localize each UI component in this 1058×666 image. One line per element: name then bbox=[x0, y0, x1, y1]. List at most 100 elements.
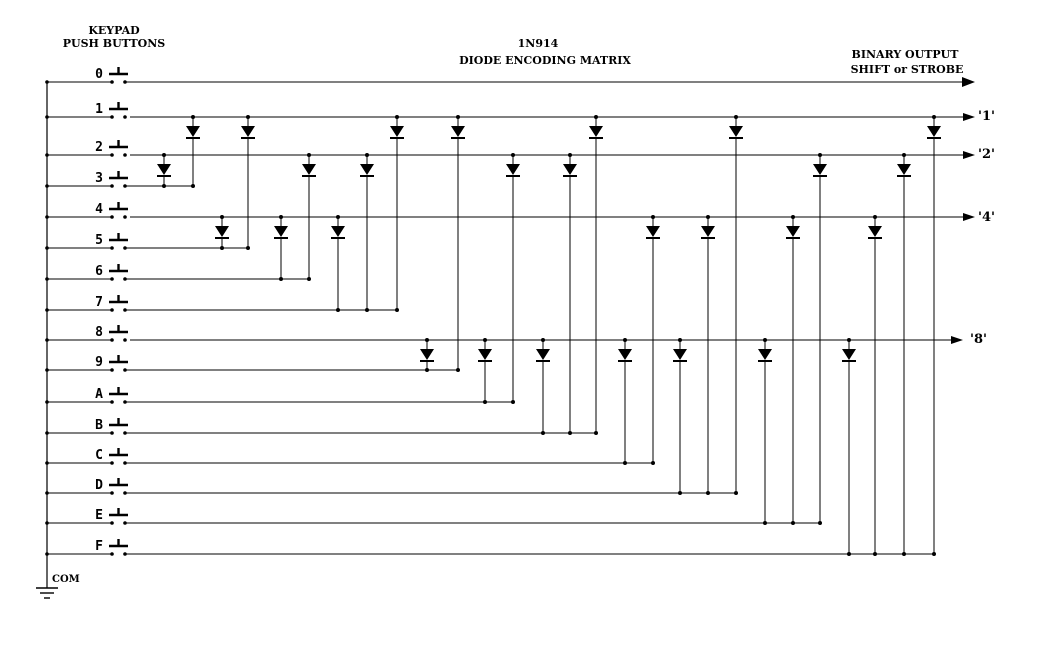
push-button-2[interactable]: 2 bbox=[95, 140, 128, 157]
diode-body bbox=[897, 164, 911, 175]
bus-junction-dot bbox=[568, 153, 572, 157]
bus-junction-dot bbox=[483, 338, 487, 342]
matrix-title: DIODE ENCODING MATRIX bbox=[459, 54, 631, 67]
bus-junction-dot bbox=[456, 115, 460, 119]
diode-bit2-key-b bbox=[563, 155, 577, 433]
key-label-4: 4 bbox=[95, 202, 103, 217]
button-contact-dot bbox=[123, 552, 127, 556]
diode-body bbox=[241, 126, 255, 137]
push-button-7[interactable]: 7 bbox=[95, 295, 128, 312]
bus-junction-dot bbox=[336, 215, 340, 219]
push-button-8[interactable]: 8 bbox=[95, 325, 128, 342]
push-button-6[interactable]: 6 bbox=[95, 264, 128, 281]
key-label-8: 8 bbox=[95, 325, 103, 340]
row-junction-dot bbox=[932, 552, 936, 556]
diode-bit4-key-6 bbox=[274, 217, 288, 279]
row-junction-dot bbox=[511, 400, 515, 404]
button-contact-dot bbox=[123, 400, 127, 404]
push-button-d[interactable]: D bbox=[95, 478, 128, 495]
push-button-e[interactable]: E bbox=[95, 508, 128, 525]
output-label-8: '8' bbox=[970, 332, 987, 347]
key-label-d: D bbox=[95, 478, 103, 493]
row-junction-dot bbox=[365, 308, 369, 312]
bus-junction-dot bbox=[818, 153, 822, 157]
row-junction-dot bbox=[818, 521, 822, 525]
diode-bit1-key-b bbox=[589, 117, 603, 433]
push-button-0[interactable]: 0 bbox=[95, 67, 128, 84]
push-button-9[interactable]: 9 bbox=[95, 355, 128, 372]
wiring bbox=[47, 77, 975, 555]
bus-junction-dot bbox=[220, 215, 224, 219]
bus-junction-dot bbox=[932, 115, 936, 119]
button-contact-dot bbox=[123, 338, 127, 342]
diodes bbox=[157, 117, 941, 554]
diode-body bbox=[360, 164, 374, 175]
diode-bit8-key-d bbox=[673, 340, 687, 493]
push-button-f[interactable]: F bbox=[95, 539, 128, 556]
diode-bit4-key-f bbox=[868, 217, 882, 554]
bus-junction-dot bbox=[307, 153, 311, 157]
button-contact-dot bbox=[110, 184, 114, 188]
ground-symbol bbox=[36, 82, 58, 599]
diode-bit8-key-e bbox=[758, 340, 772, 523]
junction-dots bbox=[45, 80, 936, 556]
button-contact-dot bbox=[123, 184, 127, 188]
row-junction-dot bbox=[456, 368, 460, 372]
row-junction-dot bbox=[706, 491, 710, 495]
button-contact-dot bbox=[110, 215, 114, 219]
key-label-2: 2 bbox=[95, 140, 103, 155]
diode-body bbox=[786, 226, 800, 237]
diode-part-label: 1N914 bbox=[518, 37, 559, 50]
output-title-line2: SHIFT or STROBE bbox=[851, 63, 964, 76]
button-contact-dot bbox=[123, 215, 127, 219]
push-button-5[interactable]: 5 bbox=[95, 233, 128, 250]
bus-junction-dot bbox=[541, 338, 545, 342]
keypad-title-line1: KEYPAD bbox=[88, 24, 140, 37]
diode-body bbox=[420, 349, 434, 360]
diode-body bbox=[758, 349, 772, 360]
button-contact-dot bbox=[110, 400, 114, 404]
bus-junction-dot bbox=[191, 115, 195, 119]
diode-bit1-key-3 bbox=[186, 117, 200, 186]
diode-body bbox=[186, 126, 200, 137]
bus-junction-dot bbox=[425, 338, 429, 342]
bus-junction-dot bbox=[678, 338, 682, 342]
key-label-f: F bbox=[95, 539, 103, 554]
push-button-1[interactable]: 1 bbox=[95, 102, 128, 119]
push-button-4[interactable]: 4 bbox=[95, 202, 128, 219]
diode-body bbox=[563, 164, 577, 175]
diode-bit1-key-d bbox=[729, 117, 743, 493]
key-label-b: B bbox=[95, 418, 103, 433]
output-arrow-1 bbox=[963, 113, 975, 121]
bus-junction-dot bbox=[902, 153, 906, 157]
push-button-a[interactable]: A bbox=[95, 387, 128, 404]
button-contact-dot bbox=[123, 368, 127, 372]
diode-bit4-key-d bbox=[701, 217, 715, 493]
diode-body bbox=[478, 349, 492, 360]
key-label-7: 7 bbox=[95, 295, 103, 310]
diode-bit4-key-7 bbox=[331, 217, 345, 310]
button-contact-dot bbox=[110, 338, 114, 342]
key-label-9: 9 bbox=[95, 355, 103, 370]
button-contact-dot bbox=[123, 308, 127, 312]
diode-body bbox=[506, 164, 520, 175]
bus-junction-dot bbox=[847, 338, 851, 342]
diode-body bbox=[274, 226, 288, 237]
diode-body bbox=[842, 349, 856, 360]
row-junction-dot bbox=[162, 184, 166, 188]
row-junction-dot bbox=[651, 461, 655, 465]
diode-body bbox=[927, 126, 941, 137]
diode-body bbox=[215, 226, 229, 237]
diode-body bbox=[813, 164, 827, 175]
diode-body bbox=[331, 226, 345, 237]
bus-junction-dot bbox=[594, 115, 598, 119]
diode-bit8-key-b bbox=[536, 340, 550, 433]
button-contact-dot bbox=[110, 431, 114, 435]
diode-body bbox=[536, 349, 550, 360]
push-button-b[interactable]: B bbox=[95, 418, 128, 435]
diode-bit1-key-5 bbox=[241, 117, 255, 248]
push-button-3[interactable]: 3 bbox=[95, 171, 128, 188]
row-junction-dot bbox=[336, 308, 340, 312]
push-button-c[interactable]: C bbox=[95, 448, 128, 465]
